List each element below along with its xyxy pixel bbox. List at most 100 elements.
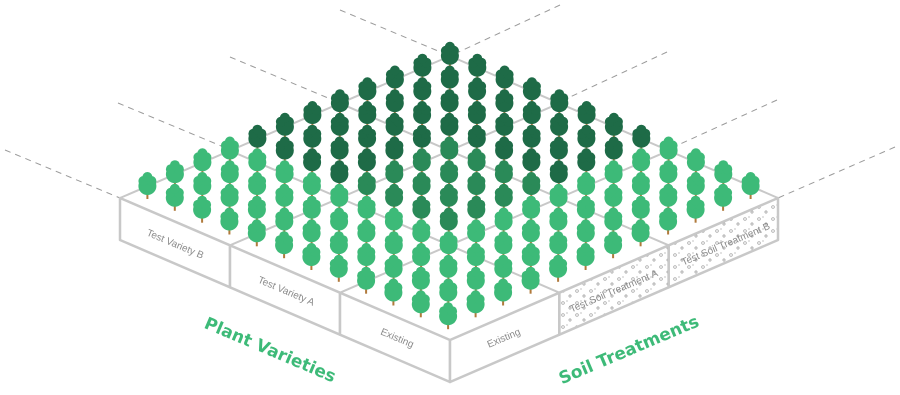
guide-line: [556, 51, 668, 104]
tree-trunk: [557, 180, 560, 188]
tree-icon: [604, 112, 623, 140]
tree-trunk: [474, 263, 477, 270]
tree-icon: [467, 124, 486, 152]
tree-icon: [686, 172, 705, 199]
tree-canopy: [553, 160, 564, 171]
tree-icon: [358, 101, 377, 128]
tree-icon: [550, 112, 569, 140]
tree-trunk: [201, 215, 204, 223]
tree-trunk: [503, 85, 506, 93]
tree-trunk: [393, 180, 396, 188]
tree-icon: [330, 89, 349, 117]
tree-canopy: [415, 266, 426, 277]
tree-icon: [385, 183, 404, 211]
tree-field: [138, 41, 760, 330]
tree-canopy: [362, 101, 373, 111]
tree-trunk: [667, 227, 670, 235]
tree-trunk: [419, 286, 422, 294]
tree-trunk: [255, 215, 258, 223]
tree-icon: [193, 172, 212, 199]
tree-trunk: [392, 227, 395, 235]
tree-icon: [439, 302, 458, 330]
tree-trunk: [502, 203, 505, 211]
tree-canopy: [443, 278, 454, 289]
tree-canopy: [388, 207, 399, 218]
tree-canopy: [334, 183, 345, 194]
tree-trunk: [558, 109, 561, 117]
tree-trunk: [448, 132, 451, 140]
tree-trunk: [502, 298, 505, 306]
tree-icon: [659, 183, 678, 211]
tree-icon: [220, 207, 239, 235]
tree-canopy: [444, 89, 455, 100]
tree-trunk: [475, 121, 478, 128]
tree-icon: [521, 219, 540, 247]
tree-icon: [357, 219, 376, 247]
tree-trunk: [393, 132, 396, 140]
tree-trunk: [667, 156, 670, 164]
tree-trunk: [585, 144, 588, 152]
tree-canopy: [526, 195, 537, 206]
tree-canopy: [415, 290, 426, 301]
tree-trunk: [393, 85, 396, 93]
tree-trunk: [256, 144, 259, 152]
tree-trunk: [420, 192, 423, 199]
tree-trunk: [255, 239, 258, 247]
tree-icon: [384, 207, 403, 235]
tree-canopy: [416, 172, 427, 182]
tree-icon: [467, 219, 486, 247]
tree-icon: [329, 254, 348, 282]
tree-icon: [714, 160, 733, 188]
tree-canopy: [334, 112, 345, 123]
tree-icon: [412, 219, 431, 247]
tree-icon: [413, 101, 432, 128]
tree-canopy: [498, 278, 509, 289]
tree-trunk: [392, 274, 395, 282]
tree-icon: [494, 278, 513, 306]
tree-trunk: [503, 156, 506, 164]
tree-canopy: [499, 112, 510, 123]
tree-canopy: [361, 219, 372, 230]
tree-trunk: [667, 180, 670, 188]
tree-trunk: [585, 121, 588, 128]
tree-canopy: [389, 160, 400, 171]
tree-canopy: [553, 254, 564, 265]
tree-icon: [275, 136, 294, 164]
tree-trunk: [310, 239, 313, 247]
tree-trunk: [447, 274, 450, 282]
tree-canopy: [470, 266, 481, 277]
tree-icon: [413, 53, 432, 81]
tree-canopy: [389, 65, 400, 76]
tree-trunk: [310, 263, 313, 270]
tree-trunk: [366, 121, 369, 128]
tree-trunk: [366, 97, 369, 105]
tree-icon: [467, 172, 486, 199]
tree-trunk: [529, 263, 532, 270]
tree-trunk: [667, 203, 670, 211]
tree-icon: [385, 136, 404, 164]
tree-canopy: [307, 148, 318, 159]
tree-trunk: [639, 239, 642, 247]
tree-icon: [439, 278, 458, 306]
tree-icon: [494, 183, 513, 211]
tree-icon: [440, 112, 459, 140]
tree-icon: [302, 219, 321, 247]
tree-canopy: [499, 136, 510, 147]
tree-trunk: [475, 192, 478, 199]
tree-icon: [522, 148, 541, 176]
tree-canopy: [417, 77, 428, 88]
tree-trunk: [502, 227, 505, 235]
tree-icon: [468, 77, 487, 105]
tree-trunk: [694, 168, 697, 176]
tree-canopy: [388, 278, 399, 289]
tree-canopy: [690, 195, 701, 206]
tree-canopy: [581, 124, 592, 135]
tree-trunk: [722, 180, 725, 188]
tree-trunk: [640, 168, 643, 176]
tree-icon: [631, 195, 650, 223]
tree-canopy: [553, 231, 564, 242]
tree-canopy: [306, 172, 317, 182]
tree-trunk: [421, 73, 424, 81]
tree-trunk: [393, 109, 396, 117]
tree-icon: [412, 124, 431, 152]
